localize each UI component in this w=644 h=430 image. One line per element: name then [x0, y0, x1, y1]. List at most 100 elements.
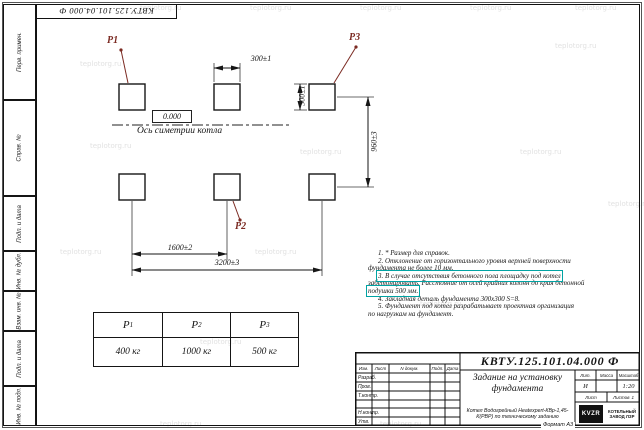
watermark: teplotorg.ru — [608, 200, 644, 208]
watermark: teplotorg.ru — [140, 4, 182, 12]
note-text: 2. Отклонение от горизонтального уровня … — [378, 256, 571, 265]
stamp-title: Задание на установку фундамента — [472, 373, 563, 394]
stamp-row-razrab: Разраб. — [358, 374, 377, 381]
watermark: teplotorg.ru — [90, 142, 132, 150]
notes-block: 1. * Размер для справок. 2. Отклонение о… — [365, 249, 636, 319]
foundation-pads — [118, 83, 336, 201]
watermark: teplotorg.ru — [520, 148, 562, 156]
stamp-mass-label: Масса — [599, 372, 614, 378]
dim-pad-height: 300±1 — [297, 85, 307, 106]
note-line: по нагрузкам на фундамент. — [368, 309, 636, 319]
note-line: 3. В случае отсутствия бетонного пола пл… — [368, 269, 636, 282]
load-table-value-p3: 500 кг — [230, 338, 298, 366]
leader-dots — [119, 45, 358, 222]
dim-total-span: 3200±3 — [214, 258, 240, 267]
stamp-col-docum: N докум. — [400, 366, 419, 371]
note-line: 5. Фундамент под котел разрабатывает про… — [368, 302, 636, 311]
margin-box-podp-data-1: Подп. и дата — [3, 196, 36, 251]
load-point-label-p1: Р1 — [107, 35, 119, 46]
margin-box-podp-data-2: Подп. и дата — [3, 331, 36, 386]
header-base: Р — [122, 319, 130, 331]
watermark: teplotorg.ru — [255, 248, 297, 256]
drawing-frame — [36, 4, 640, 426]
margin-box-perv-primen: Перв. примен. — [3, 4, 36, 100]
note-line: 2. Отклонение от горизонтального уровня … — [368, 256, 636, 266]
note-text: фундамента не более 10 мм. — [368, 264, 454, 273]
margin-box-vzam-inv: Взам. инв. № — [3, 291, 36, 331]
watermark: teplotorg.ru — [380, 420, 422, 428]
load-table-value-p2: 1000 кг — [162, 338, 230, 366]
margin-box-inv-podl: Инв. № подл. — [3, 386, 36, 426]
note-text-highlighted: 3. В случае отсутствия бетонного пола пл… — [376, 269, 563, 282]
format-label: Формат А3 — [541, 422, 576, 428]
header-base: Р — [191, 319, 199, 331]
load-table-value-p1: 400 кг — [115, 347, 141, 357]
stamp-sheets-value: 1 — [631, 394, 634, 400]
stamp-subtitle: Котел Водогрейный Heatexpert-КВр-1,45-К(… — [466, 407, 569, 420]
title-block: КВТУ.125.101.04.000 Ф Изм. Лист N докум.… — [355, 352, 640, 426]
symmetry-axis-label: Ось симетрии котла — [137, 126, 223, 136]
stamp-sheet-label: Лист — [585, 394, 597, 400]
stamp-row-nkontr: Н.контр. — [358, 409, 380, 416]
note-line: забетонировать. Расстояние от осей крайн… — [368, 280, 636, 288]
note-text: по нагрузкам на фундамент. — [368, 309, 454, 318]
doc-number-top-cell: КВТУ.125.101.04.000 Ф — [37, 4, 177, 19]
dim-pad-width: 300±1 — [250, 54, 272, 63]
load-point-label-p2: Р2 — [235, 221, 247, 232]
margin-box-inv-dubl: Инв. № дубл. — [3, 251, 36, 291]
header-base: Р — [259, 319, 267, 331]
title-block-grid — [355, 352, 640, 426]
watermark: teplotorg.ru — [80, 60, 122, 68]
stamp-scale-value: 1:20 — [622, 382, 635, 390]
stamp-sheets-label: Листов — [613, 394, 630, 400]
stamp-col-podp: Подп. — [431, 366, 444, 371]
note-text-highlighted: подушки 500 мм. — [365, 284, 421, 297]
load-point-label-p3: Р3 — [349, 32, 361, 43]
stamp-row-prov: Пров. — [358, 383, 372, 390]
watermark: teplotorg.ru — [200, 338, 242, 346]
margin-box-sprav-no: Справ. № — [3, 100, 36, 196]
header-sub: 2 — [198, 321, 202, 329]
elevation-mark: 0.000 — [152, 110, 192, 123]
note-line: фундамента не более 10 мм. — [368, 264, 636, 273]
kvzr-logo: KVZR — [579, 405, 603, 423]
watermark: teplotorg.ru — [300, 148, 342, 156]
watermark: teplotorg.ru — [60, 248, 102, 256]
stamp-col-izm: Изм. — [358, 366, 369, 371]
header-sub: 3 — [266, 321, 270, 329]
stamp-sheets: Листов 1 — [607, 392, 640, 402]
note-line: 4. Закладная деталь фундамента 300х300 S… — [368, 295, 636, 304]
stamp-col-list: Лист — [374, 366, 387, 371]
note-text: 1. * Размер для справок. — [378, 249, 450, 257]
watermark: teplotorg.ru — [420, 300, 462, 308]
watermark: teplotorg.ru — [470, 4, 512, 12]
header-sub: 1 — [129, 321, 134, 329]
note-text: забетонировать. Расстояние от осей крайн… — [368, 279, 585, 288]
stamp-col-data: Дата — [446, 366, 459, 371]
watermark: teplotorg.ru — [250, 4, 292, 12]
note-line: 1. * Размер для справок. — [368, 249, 636, 258]
dim-row-spacing: 960±3 — [369, 131, 379, 152]
stamp-row-utv: Утв. — [358, 418, 370, 425]
watermark: teplotorg.ru — [575, 4, 617, 12]
watermark: teplotorg.ru — [360, 4, 402, 12]
stamp-org-name: КОТЕЛЬНЫЙ ЗАВОД ЛЗР — [608, 409, 636, 419]
stamp-lit-label: Лит. — [580, 372, 591, 378]
watermark: teplotorg.ru — [160, 420, 202, 428]
elevation-value: 0.000 — [163, 112, 181, 121]
note-text: 5. Фундамент под котел разрабатывает про… — [378, 302, 574, 311]
stamp-doc-number: КВТУ.125.101.04.000 Ф — [480, 354, 620, 368]
dim-col-spacing: 1600±2 — [167, 243, 193, 252]
note-line: подушки 500 мм. — [365, 284, 636, 297]
stamp-scale-label: Масштаб — [618, 372, 639, 378]
load-point-leaders — [120, 46, 357, 221]
stamp-row-tkontr: Т.контр. — [358, 392, 379, 399]
dimension-lines — [131, 65, 371, 273]
